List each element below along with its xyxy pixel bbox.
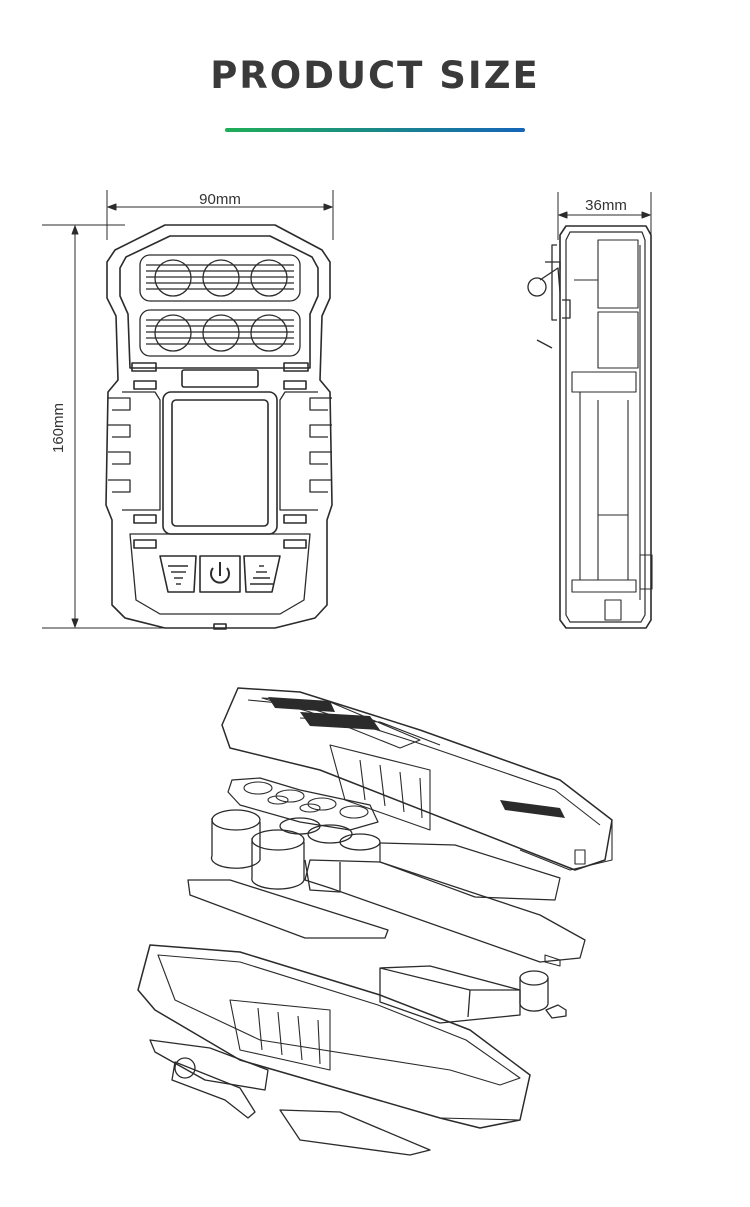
- side-tab: [283, 514, 307, 524]
- left-side-grip: [108, 391, 161, 511]
- height-dimension: [42, 224, 230, 629]
- side-tab: [133, 380, 157, 390]
- alarm-led-bar: [181, 369, 259, 388]
- rear-label: [279, 1109, 431, 1156]
- right-side-grip: [279, 391, 332, 511]
- top-housing: [221, 687, 613, 871]
- title-underline: [225, 128, 525, 132]
- side-tab: [133, 539, 157, 549]
- bottom-housing: [137, 944, 531, 1129]
- front-body-outline: [105, 224, 333, 629]
- width-label: 90mm: [199, 191, 241, 208]
- side-view: 36mm: [527, 192, 653, 629]
- side-tab: [283, 539, 307, 549]
- power-icon: [210, 562, 230, 584]
- battery-pack: [379, 965, 567, 1024]
- side-tab: [131, 362, 157, 372]
- gas-sensors: [210, 809, 381, 893]
- main-pcb: [304, 859, 586, 963]
- menu-button: [159, 555, 197, 593]
- sensor-gasket: [227, 777, 379, 831]
- display-screen: [171, 399, 269, 527]
- exploded-view: [137, 687, 613, 1156]
- height-label: 160mm: [50, 403, 67, 453]
- upper-sensor-grill: [139, 254, 301, 302]
- confirm-button: [243, 555, 281, 593]
- side-body-outline: [559, 225, 652, 629]
- confirm-icon: [250, 565, 273, 585]
- top-housing-vents: [268, 697, 565, 818]
- power-button: [199, 555, 241, 593]
- exploded-belt-clip: [149, 1039, 269, 1119]
- insulation-sheet: [187, 879, 389, 939]
- menu-icon: [168, 565, 188, 585]
- side-tab: [133, 514, 157, 524]
- page-title: PRODUCT SIZE: [210, 54, 540, 97]
- display-bezel: [162, 391, 278, 535]
- usb-port: [213, 623, 227, 630]
- side-internals: [571, 239, 653, 621]
- front-view: 90mm 160mm: [42, 190, 334, 630]
- side-tab: [283, 380, 307, 390]
- side-tab: [283, 362, 309, 372]
- belt-clip: [527, 244, 571, 349]
- width-dimension: [106, 190, 334, 240]
- depth-dimension: [557, 192, 652, 240]
- depth-label: 36mm: [585, 197, 627, 214]
- lower-sensor-grill: [139, 309, 301, 357]
